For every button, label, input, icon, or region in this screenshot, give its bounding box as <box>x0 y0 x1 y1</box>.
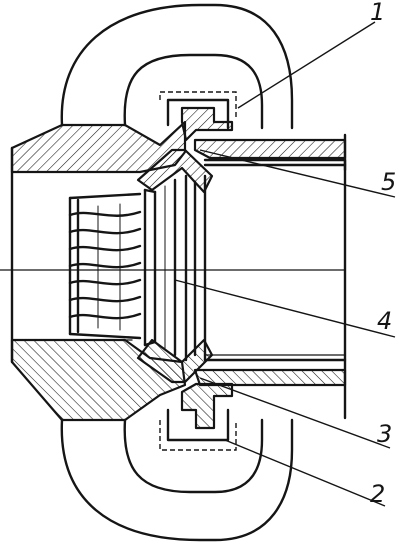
callout-label-2: 2 <box>370 480 385 508</box>
left-pipe <box>10 146 133 364</box>
outer-housing <box>60 3 294 542</box>
callout-label-3: 3 <box>377 420 392 448</box>
leader-1 <box>237 21 376 109</box>
callout-label-5: 5 <box>381 168 396 196</box>
leader-2 <box>224 439 386 507</box>
valve-seat <box>136 148 214 384</box>
callout-label-4: 4 <box>377 307 392 335</box>
leader-3 <box>199 377 391 449</box>
upper-seal-cap <box>159 91 237 142</box>
lower-seal-cap <box>159 382 237 451</box>
leader-5 <box>199 149 396 198</box>
spring-stack <box>68 192 142 340</box>
callout-leaders <box>174 21 396 507</box>
callout-label-1: 1 <box>370 0 385 26</box>
right-pipe <box>193 133 347 420</box>
leader-4 <box>174 279 396 338</box>
valve-disc <box>143 174 207 362</box>
